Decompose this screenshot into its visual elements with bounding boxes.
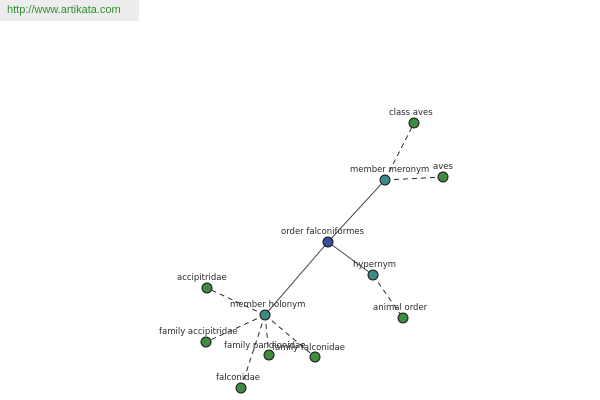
node-family-falconidae[interactable] — [309, 351, 321, 363]
edge-root-member-holonym — [264, 241, 329, 316]
node-aves[interactable] — [437, 171, 449, 183]
node-member-meronym[interactable] — [379, 174, 391, 186]
label-member-holonym: member holonym — [230, 300, 305, 310]
node-hypernym[interactable] — [367, 269, 379, 281]
label-member-meronym: member meronym — [350, 165, 429, 175]
label-animal-order: animal order — [373, 303, 428, 313]
edge-root-hypernym — [327, 241, 374, 276]
label-class-aves: class aves — [389, 108, 433, 118]
node-family-pandionidae[interactable] — [263, 349, 275, 361]
edge-member-holonym-family-falconidae — [264, 314, 316, 358]
label-family-accipitridae: family accipitridae — [159, 327, 238, 337]
edge-member-holonym-accipitridae — [206, 287, 266, 316]
graph-labels: order falconiformes member meronym hyper… — [159, 108, 453, 383]
node-falconidae[interactable] — [235, 382, 247, 394]
edge-member-meronym-aves — [384, 176, 444, 181]
node-class-aves[interactable] — [408, 117, 420, 129]
node-animal-order[interactable] — [397, 312, 409, 324]
node-family-accipitridae[interactable] — [200, 336, 212, 348]
label-falconidae: falconidae — [216, 373, 260, 383]
edge-member-holonym-falconidae — [240, 314, 266, 389]
label-hypernym: hypernym — [353, 260, 396, 270]
label-family-falconidae: family falconidae — [272, 343, 345, 353]
edge-member-meronym-class-aves — [384, 122, 415, 181]
edge-root-member-meronym — [327, 179, 386, 243]
source-banner: http://www.artikata.com — [0, 0, 139, 21]
edge-member-holonym-family-accipitridae — [205, 314, 266, 343]
graph-edges — [205, 122, 444, 389]
node-order-falconiformes[interactable] — [322, 236, 334, 248]
edge-member-holonym-family-pandionidae — [264, 314, 270, 356]
label-aves: aves — [433, 162, 453, 172]
graph-nodes — [200, 117, 449, 394]
source-url[interactable]: http://www.artikata.com — [7, 4, 121, 16]
node-accipitridae[interactable] — [201, 282, 213, 294]
label-accipitridae: accipitridae — [177, 273, 227, 283]
label-family-pandionidae: family pandionidae — [224, 341, 305, 351]
node-member-holonym[interactable] — [259, 309, 271, 321]
label-order-falconiformes: order falconiformes — [281, 227, 365, 237]
